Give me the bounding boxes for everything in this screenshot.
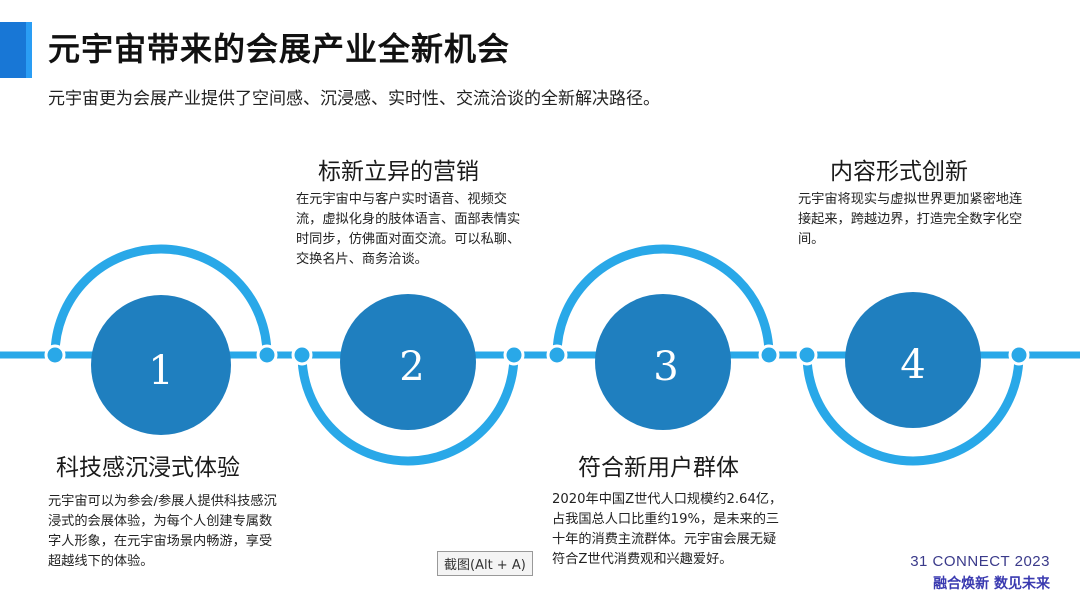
ring-dot — [256, 344, 278, 366]
step-number-4: 4 — [900, 342, 925, 388]
title-accent-bar — [0, 22, 26, 78]
title-accent-bar-light — [26, 22, 32, 78]
brand-logo-line1: 31 CONNECT 2023 — [910, 553, 1050, 570]
step-heading-4: 内容形式创新 — [830, 159, 968, 185]
slide-title: 元宇宙带来的会展产业全新机会 — [48, 30, 511, 68]
step-circle-1 — [91, 295, 231, 435]
step-heading-1: 科技感沉浸式体验 — [56, 455, 240, 481]
step-number-3: 3 — [653, 344, 678, 390]
step-circle-4 — [845, 292, 981, 428]
slide-subtitle: 元宇宙更为会展产业提供了空间感、沉浸感、实时性、交流洽谈的全新解决路径。 — [48, 89, 660, 109]
step-text-2: 在元宇宙中与客户实时语音、视频交流，虚拟化身的肢体语言、面部表情实时同步，仿佛面… — [296, 192, 521, 267]
ring-dot — [758, 344, 780, 366]
step-heading-3: 符合新用户群体 — [578, 455, 739, 481]
ring-dot — [44, 344, 66, 366]
step-heading-2: 标新立异的营销 — [318, 159, 479, 185]
step-text-4: 元宇宙将现实与虚拟世界更加紧密地连接起来，跨越边界，打造完全数字化空间。 — [798, 192, 1023, 247]
ring-arc-1 — [50, 244, 272, 356]
step-text-3: 2020年中国Z世代人口规模约2.64亿，占我国总人口比重约19%，是未来的三十… — [552, 492, 783, 567]
screenshot-tooltip: 截图(Alt + A) — [437, 551, 533, 576]
step-number-2: 2 — [399, 344, 424, 390]
ring-dot — [1008, 344, 1030, 366]
ring-arc-4 — [802, 354, 1024, 466]
ring-dot — [796, 344, 818, 366]
step-circle-2 — [340, 294, 476, 430]
step-number-1: 1 — [148, 348, 173, 394]
step-text-1: 元宇宙可以为参会/参展人提供科技感沉浸式的会展体验，为每个人创建专属数字人形象，… — [48, 494, 277, 569]
ring-dot — [291, 344, 313, 366]
ring-arc-2 — [297, 354, 519, 466]
ring-arc-3 — [552, 244, 774, 356]
ring-dot — [546, 344, 568, 366]
step-circle-3 — [595, 294, 731, 430]
brand-logo-line2: 融合焕新 数见未来 — [933, 576, 1050, 592]
ring-dot — [503, 344, 525, 366]
